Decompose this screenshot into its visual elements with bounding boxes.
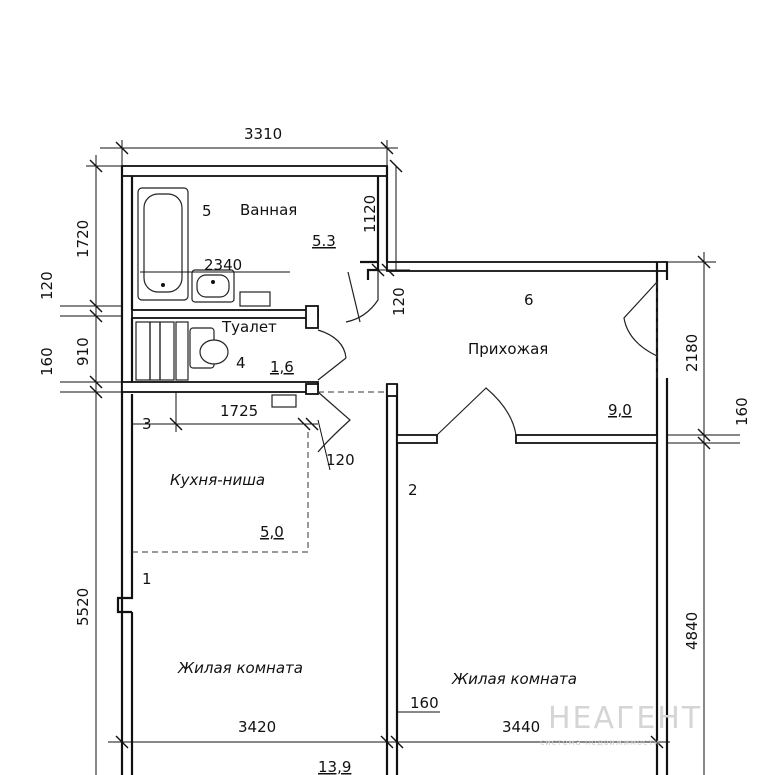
dim-bath-inner: 2340 [204,256,242,274]
dim-living1-height: 5520 [74,588,92,626]
room-labels: 5 Ванная 5.3 Туалет 4 1,6 6 Прихожая 9,0… [142,201,632,775]
dim-living2-width: 3440 [502,718,540,736]
watermark: НЕАГЕНТ система недвижимости [540,701,702,747]
room-3-number: 3 [142,415,152,433]
dim-bath-right: 1120 [361,195,379,233]
room-1-area: 13,9 [318,758,351,775]
room-4-name: Туалет [221,318,277,336]
room-3-name: Кухня-ниша [170,471,265,489]
dim-kitchen-width: 1725 [220,402,258,420]
walls [116,165,669,775]
room-6-area: 9,0 [608,401,632,419]
room-6-name: Прихожая [468,340,548,358]
dim-top-width: 3310 [244,125,282,143]
room-3-area: 5,0 [260,523,284,541]
dim-wall-120-left: 120 [38,271,56,300]
dim-kitchen-wall-120: 120 [326,451,355,469]
room-5-area: 5.3 [312,232,336,250]
dim-living2-height: 4840 [683,612,701,650]
room-4-number: 4 [236,354,246,372]
room-4-area: 1,6 [270,358,294,376]
watermark-brand: НЕАГЕНТ [548,701,702,736]
room-5-number: 5 [202,202,212,220]
dim-hall-wall-120: 120 [390,287,408,316]
watermark-tagline: система недвижимости [540,738,660,747]
dim-bath-height: 1720 [74,220,92,258]
dim-hall-height: 2180 [683,334,701,372]
doors [132,270,658,553]
room-2-name: Жилая комната [451,670,577,688]
dimension-labels: 3310 1720 120 910 160 1120 2340 120 2180… [38,125,751,736]
room-6-number: 6 [524,291,534,309]
dim-toilet-height: 910 [74,337,92,366]
room-1-number: 1 [142,570,152,588]
dimension-lines [60,140,740,775]
dim-wall-160-mid: 160 [410,694,439,712]
dim-hall-wall-160: 160 [733,397,751,426]
room-2-number: 2 [408,481,418,499]
dim-living1-width: 3420 [238,718,276,736]
room-1-name: Жилая комната [177,659,303,677]
fixtures [135,187,297,408]
dim-wall-160-left: 160 [38,347,56,376]
room-5-name: Ванная [240,201,297,219]
